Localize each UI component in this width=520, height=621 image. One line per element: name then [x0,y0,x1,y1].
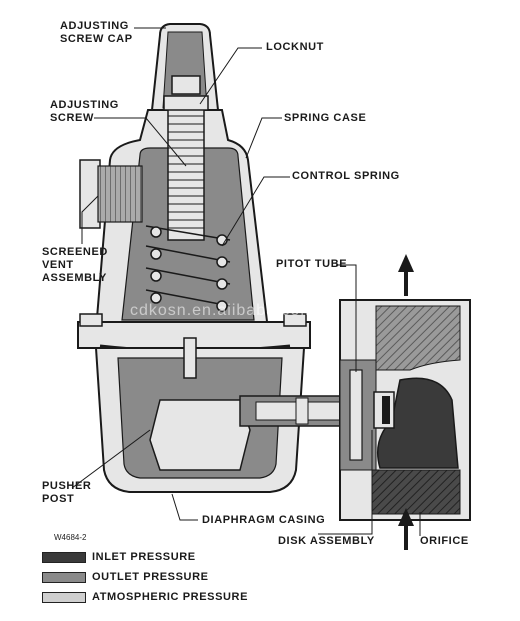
legend-row-outlet: OUTLET PRESSURE [42,570,209,584]
legend-swatch-inlet [42,551,86,563]
legend-swatch-atmospheric [42,591,86,603]
legend-row-inlet: INLET PRESSURE [42,550,196,564]
label-pitot-tube: PITOT TUBE [276,258,348,270]
legend-swatch-outlet [42,571,86,583]
figure-code: W4684-2 [54,533,87,542]
label-diaphragm-casing: DIAPHRAGM CASING [202,514,326,526]
leader-lines [71,27,421,536]
label-adjusting-screw: ADJUSTING SCREW [50,99,119,124]
flow-arrows [398,254,414,550]
label-control-spring: CONTROL SPRING [292,170,400,182]
label-spring-case: SPRING CASE [284,112,367,124]
control-spring [145,225,231,312]
legend-label-atmospheric: ATMOSPHERIC PRESSURE [92,591,249,603]
legend-label-inlet: INLET PRESSURE [92,551,196,563]
label-pusher-post: PUSHER POST [42,480,92,505]
adjusting-screw [163,75,209,241]
label-adjusting-screw-cap: ADJUSTING SCREW CAP [60,20,133,45]
legend-row-atmospheric: ATMOSPHERIC PRESSURE [42,590,248,604]
diaphragm-casing [94,337,306,493]
label-orifice: ORIFICE [420,535,469,547]
screened-vent-assembly [79,159,143,229]
label-screened-vent-assembly: SCREENED VENT ASSEMBLY [42,246,108,284]
label-disk-assembly: DISK ASSEMBLY [278,535,375,547]
valve-body [339,299,471,521]
label-locknut: LOCKNUT [266,41,324,53]
legend-label-outlet: OUTLET PRESSURE [92,571,209,583]
watermark: cdkosn.en.alibaba.com [130,302,315,319]
